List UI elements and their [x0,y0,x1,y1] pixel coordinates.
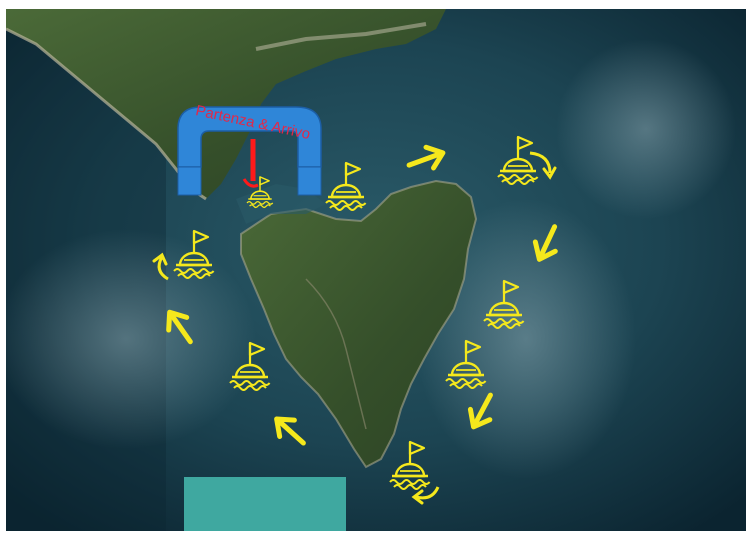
arrow-icon [161,306,200,348]
arrow-icon [405,143,446,176]
satellite-map[interactable] [6,9,746,531]
curved-arrow-icon [415,486,440,500]
buoy-icon[interactable] [482,279,525,330]
start-finish-arch[interactable]: Partenza & Arrivo [177,102,322,196]
buoy-icon[interactable] [172,229,215,280]
buoy-icon[interactable] [228,341,271,392]
start-marker-hook [242,178,259,188]
curved-arrow-icon [529,151,552,174]
curved-arrow-icon [157,256,169,281]
buoy-icon[interactable] [246,176,274,209]
arrow-icon [529,222,564,264]
route-overlay: Partenza & Arrivo [152,102,746,505]
buoy-icon[interactable] [388,440,431,491]
arrow-icon [269,411,310,451]
buoy-icon[interactable] [444,339,487,390]
buoy-icon[interactable] [496,135,539,186]
arrow-icon [464,390,500,432]
buoy-icon[interactable] [324,161,367,212]
